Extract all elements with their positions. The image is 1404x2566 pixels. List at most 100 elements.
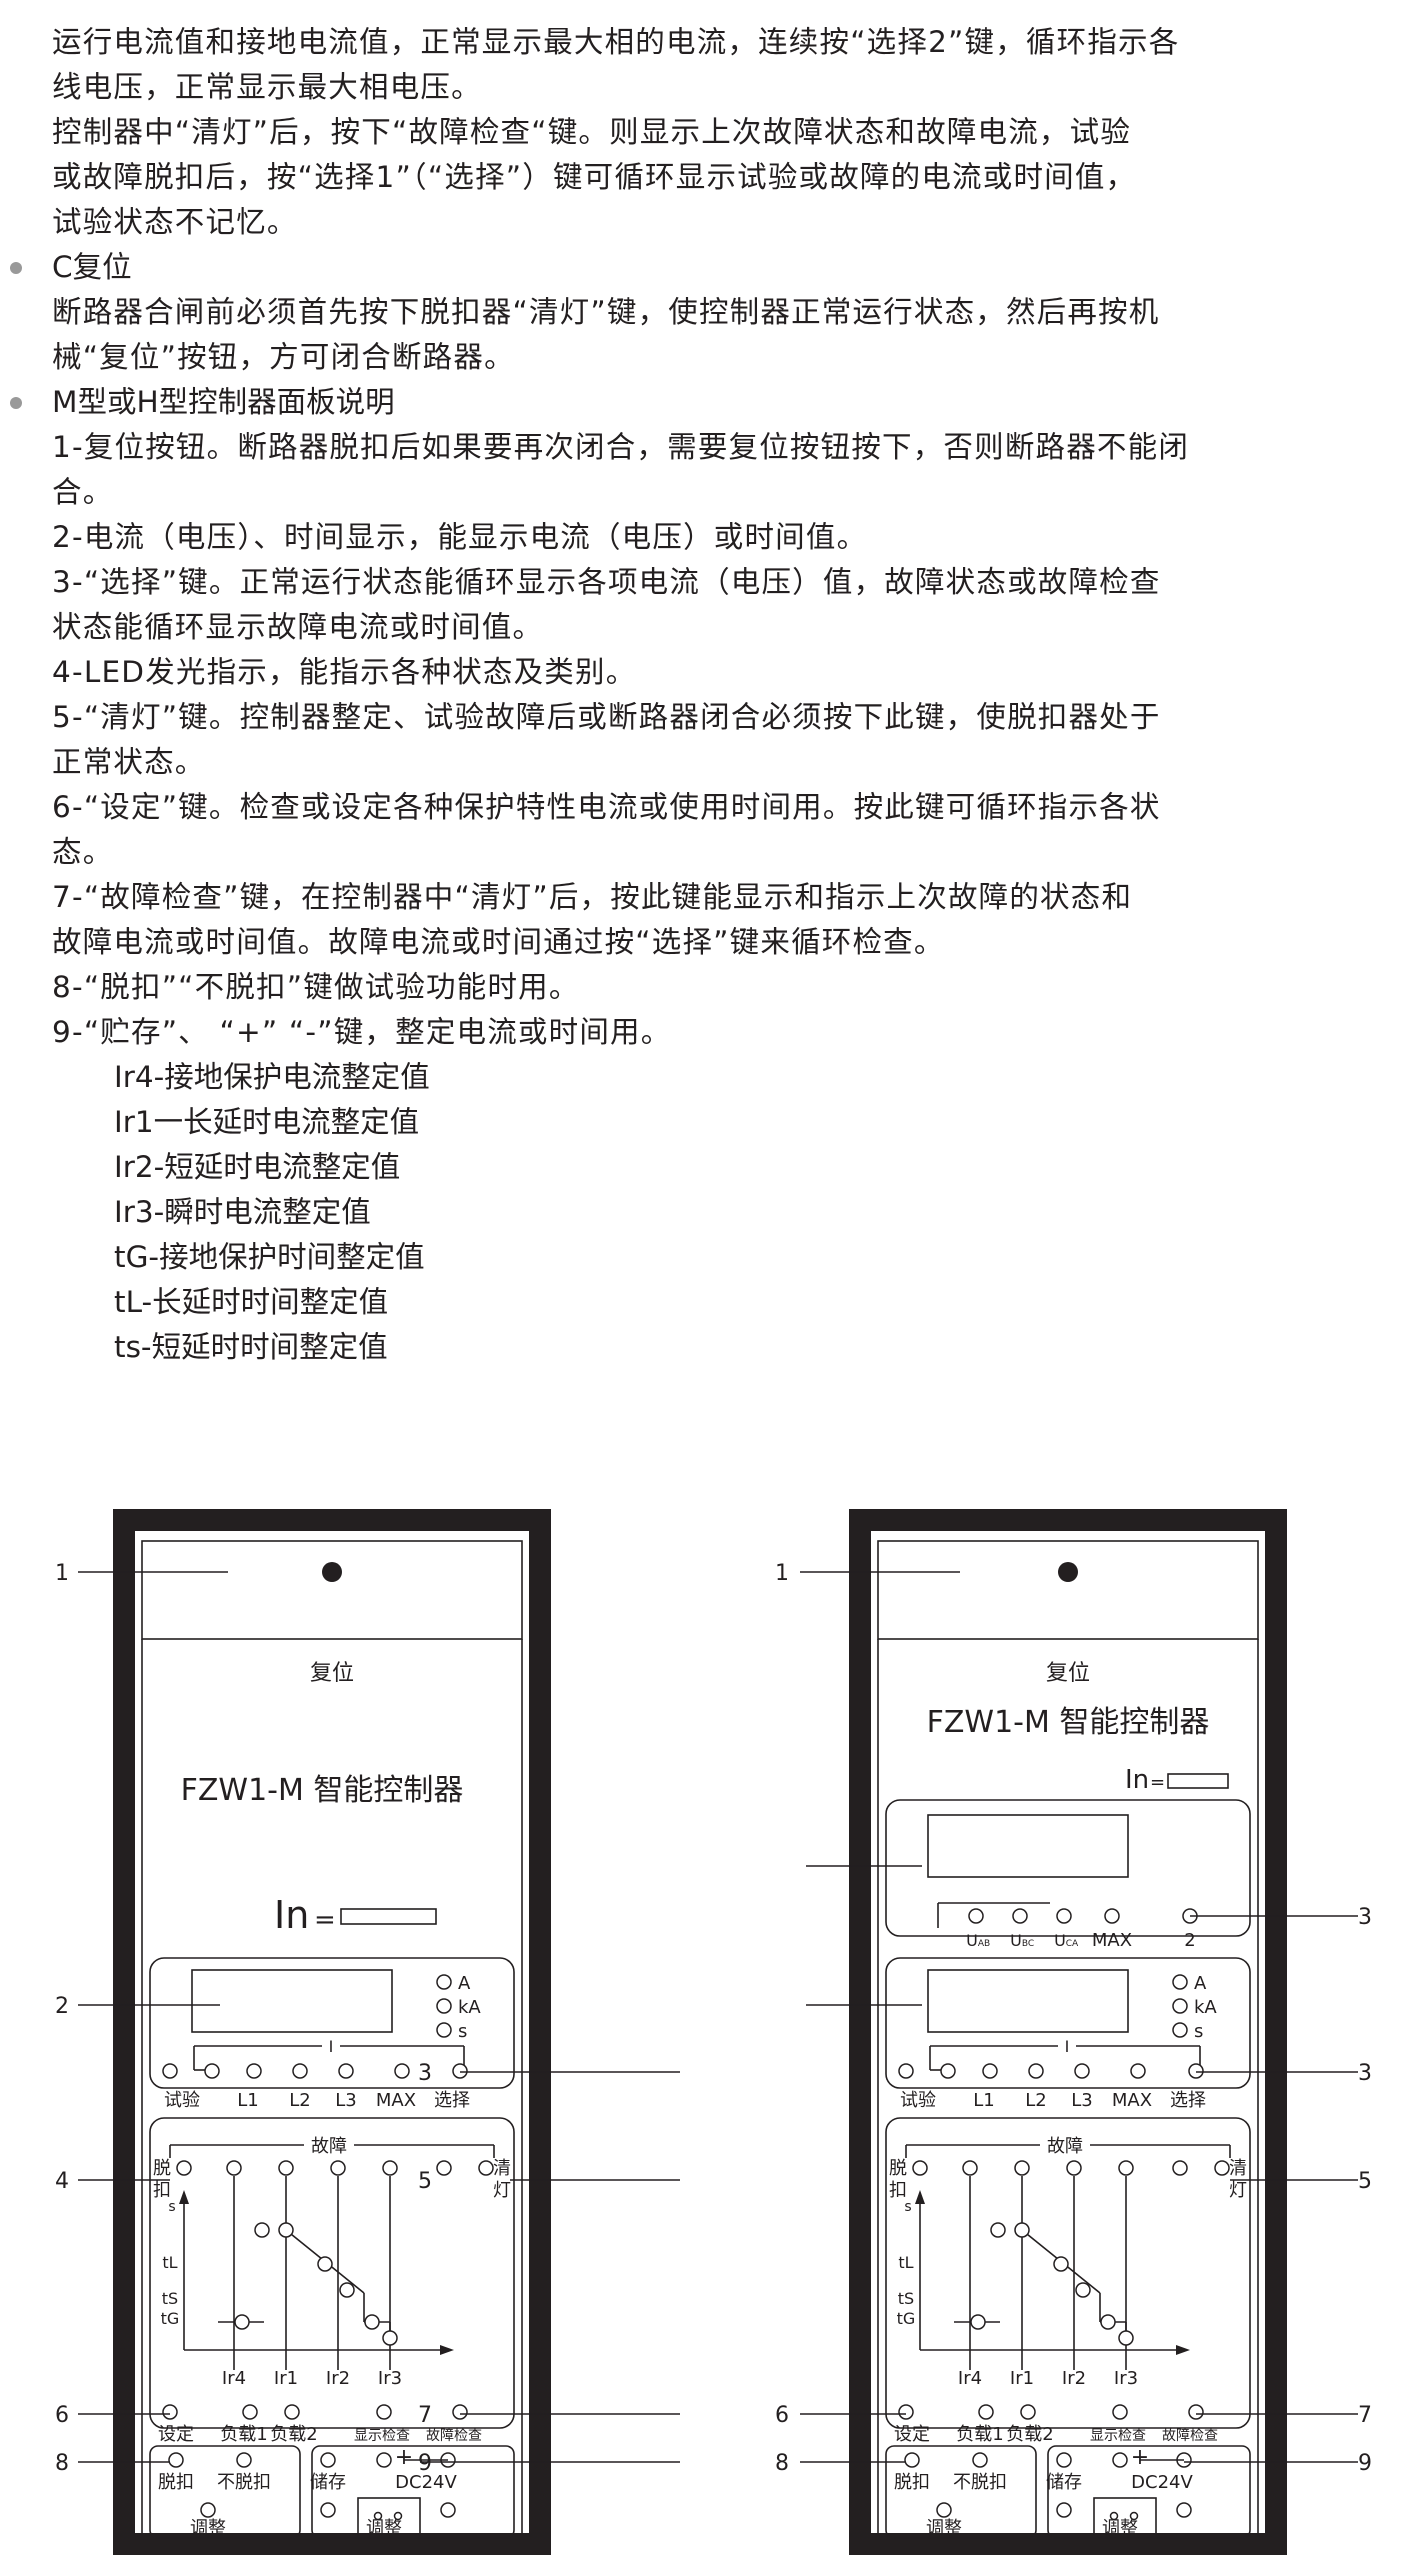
unit-label: kA [1194, 1997, 1217, 2018]
bracket-gap [1058, 2038, 1076, 2054]
led-indicator [978, 2404, 994, 2420]
bracket-label: I [329, 2037, 334, 2056]
reset-cover [141, 1540, 523, 1640]
y-axis-label: tS [162, 2289, 178, 2308]
bottom-label: DC24V [395, 2472, 457, 2493]
y-axis-label: tG [897, 2309, 916, 2328]
reset-label: 复位 [1046, 1661, 1090, 1686]
section-panel-title: M型或H型控制器面板说明 [10, 380, 1382, 425]
text-line: 9-“贮存”、 “+” “-”键，整定电流或时间用。 [52, 1015, 672, 1049]
led-indicator [1118, 2330, 1134, 2346]
fault-label: 故障 [1047, 2136, 1083, 2157]
voltage-subscript: CA [1066, 1939, 1079, 1949]
text-line: 2-电流（电压）、时间显示，能显示电流（电压）或时间值。 [52, 520, 868, 554]
bracket-gap [322, 2038, 340, 2054]
text-line: 控制器中“清灯”后，按下“故障检查“键。则显示上次故障状态和故障电流，试验 [52, 115, 1132, 149]
adjust-section [1047, 2445, 1251, 2539]
callout-number: 3 [418, 2061, 432, 2086]
in-equals: = [314, 1905, 336, 1935]
led-indicator [1056, 1908, 1072, 1924]
row2-label: 负载1 [956, 2424, 1003, 2445]
y-axis-label: tS [898, 2289, 914, 2308]
voltage-label: U [1010, 1931, 1022, 1950]
led-indicator [364, 2314, 380, 2330]
led-indicator [1112, 2452, 1128, 2468]
x-axis-label: Ir2 [1062, 2368, 1086, 2389]
in-equals: = [1150, 1772, 1165, 1793]
test-section [885, 2445, 1037, 2539]
bullet-icon [10, 262, 22, 274]
definition-line: tL-长延时时间整定值 [114, 1285, 389, 1319]
row2-label: 设定 [894, 2424, 930, 2445]
panel-frame [849, 1509, 1287, 2555]
trip-label: 扣 [889, 2180, 907, 2201]
current-section [885, 1957, 1251, 2089]
led-indicator [376, 2404, 392, 2420]
led-indicator [393, 2511, 403, 2521]
row1-label: L2 [1025, 2090, 1046, 2111]
voltage-label: MAX [1092, 1930, 1132, 1951]
voltage-label: U [966, 1931, 978, 1950]
text-line: 械“复位”按钮，方可闭合断路器。 [52, 340, 515, 374]
callout-number: 1 [55, 1561, 69, 1586]
section-panel-body: 1-复位按钮。断路器脱扣后如果要再次闭合，需要复位按钮按下，否则断路器不能闭 合… [52, 425, 1382, 1055]
led-indicator [1214, 2160, 1230, 2176]
led-indicator [1014, 2160, 1030, 2176]
y-axis-label: s [168, 2199, 175, 2215]
test-section [149, 2445, 301, 2539]
led-indicator [1118, 2160, 1134, 2176]
led-indicator [338, 2063, 354, 2079]
text-line: 或故障脱扣后，按“选择1”（“选择”）键可循环显示试验或故障的电流或时间值， [52, 160, 1137, 194]
bottom-label: 不脱扣 [217, 2472, 271, 2493]
model-title: FZW1-M 智能控制器 [927, 1705, 1210, 1740]
callout-number: 1 [775, 1561, 789, 1586]
led-indicator [292, 2063, 308, 2079]
led-indicator [1172, 2160, 1188, 2176]
y-axis-arrow [915, 2190, 925, 2204]
text-line: 线电压，正常显示最大相电压。 [52, 70, 482, 104]
trip-label: 脱 [889, 2158, 907, 2179]
bottom-label: 不脱扣 [953, 2472, 1007, 2493]
voltage-section [885, 1799, 1251, 1937]
bracket-gap [1040, 2135, 1090, 2155]
current-section [149, 1957, 515, 2089]
x-axis-arrow [440, 2345, 454, 2355]
text-line: 5-“清灯”键。控制器整定、试验故障后或断路器闭合必须按下此键，使脱扣器处于 [52, 700, 1161, 734]
bottom-label: 脱扣 [894, 2472, 930, 2493]
plus-label: + [1131, 2445, 1149, 2470]
led-indicator [1075, 2282, 1091, 2298]
row2-label: 设定 [158, 2424, 194, 2445]
led-indicator [436, 1998, 452, 2014]
trip-label: 脱 [153, 2158, 171, 2179]
led-indicator [1129, 2511, 1139, 2521]
intro-paragraph: 运行电流值和接地电流值，正常显示最大相的电流，连续按“选择2”键，循环指示各 线… [52, 20, 1382, 245]
row2-label: 负载1 [220, 2424, 267, 2445]
led-indicator [1188, 2404, 1204, 2420]
in-value-box [340, 1908, 437, 1925]
led-indicator [1066, 2160, 1082, 2176]
text-line: 正常状态。 [52, 745, 206, 779]
bracket-label: I [1065, 2037, 1070, 2056]
current-display [927, 1969, 1129, 2033]
x-axis-label: Ir3 [1114, 2368, 1138, 2389]
clear-label: 灯 [1229, 2180, 1247, 2201]
bottom-label: DC24V [1131, 2472, 1193, 2493]
led-indicator [452, 2063, 468, 2079]
row2-label: 显示检查 [1090, 2428, 1146, 2444]
definition-line: tG-接地保护时间整定值 [114, 1240, 425, 1274]
clear-label: 灯 [493, 2180, 511, 2201]
definition-line: Ir4-接地保护电流整定值 [114, 1060, 430, 1094]
led-indicator [382, 2330, 398, 2346]
plus-label: + [395, 2445, 413, 2470]
row1-label: L2 [289, 2090, 310, 2111]
unit-label: kA [458, 1997, 481, 2018]
dc-connector [1093, 2497, 1157, 2535]
section-c-title: C复位 [10, 245, 1382, 290]
y-axis-label: tL [162, 2253, 177, 2272]
led-indicator [317, 2256, 333, 2272]
text-line: 试验状态不记忆。 [52, 205, 298, 239]
unit-label: s [458, 2021, 467, 2042]
x-axis-label: Ir3 [378, 2368, 402, 2389]
led-indicator [376, 2452, 392, 2468]
